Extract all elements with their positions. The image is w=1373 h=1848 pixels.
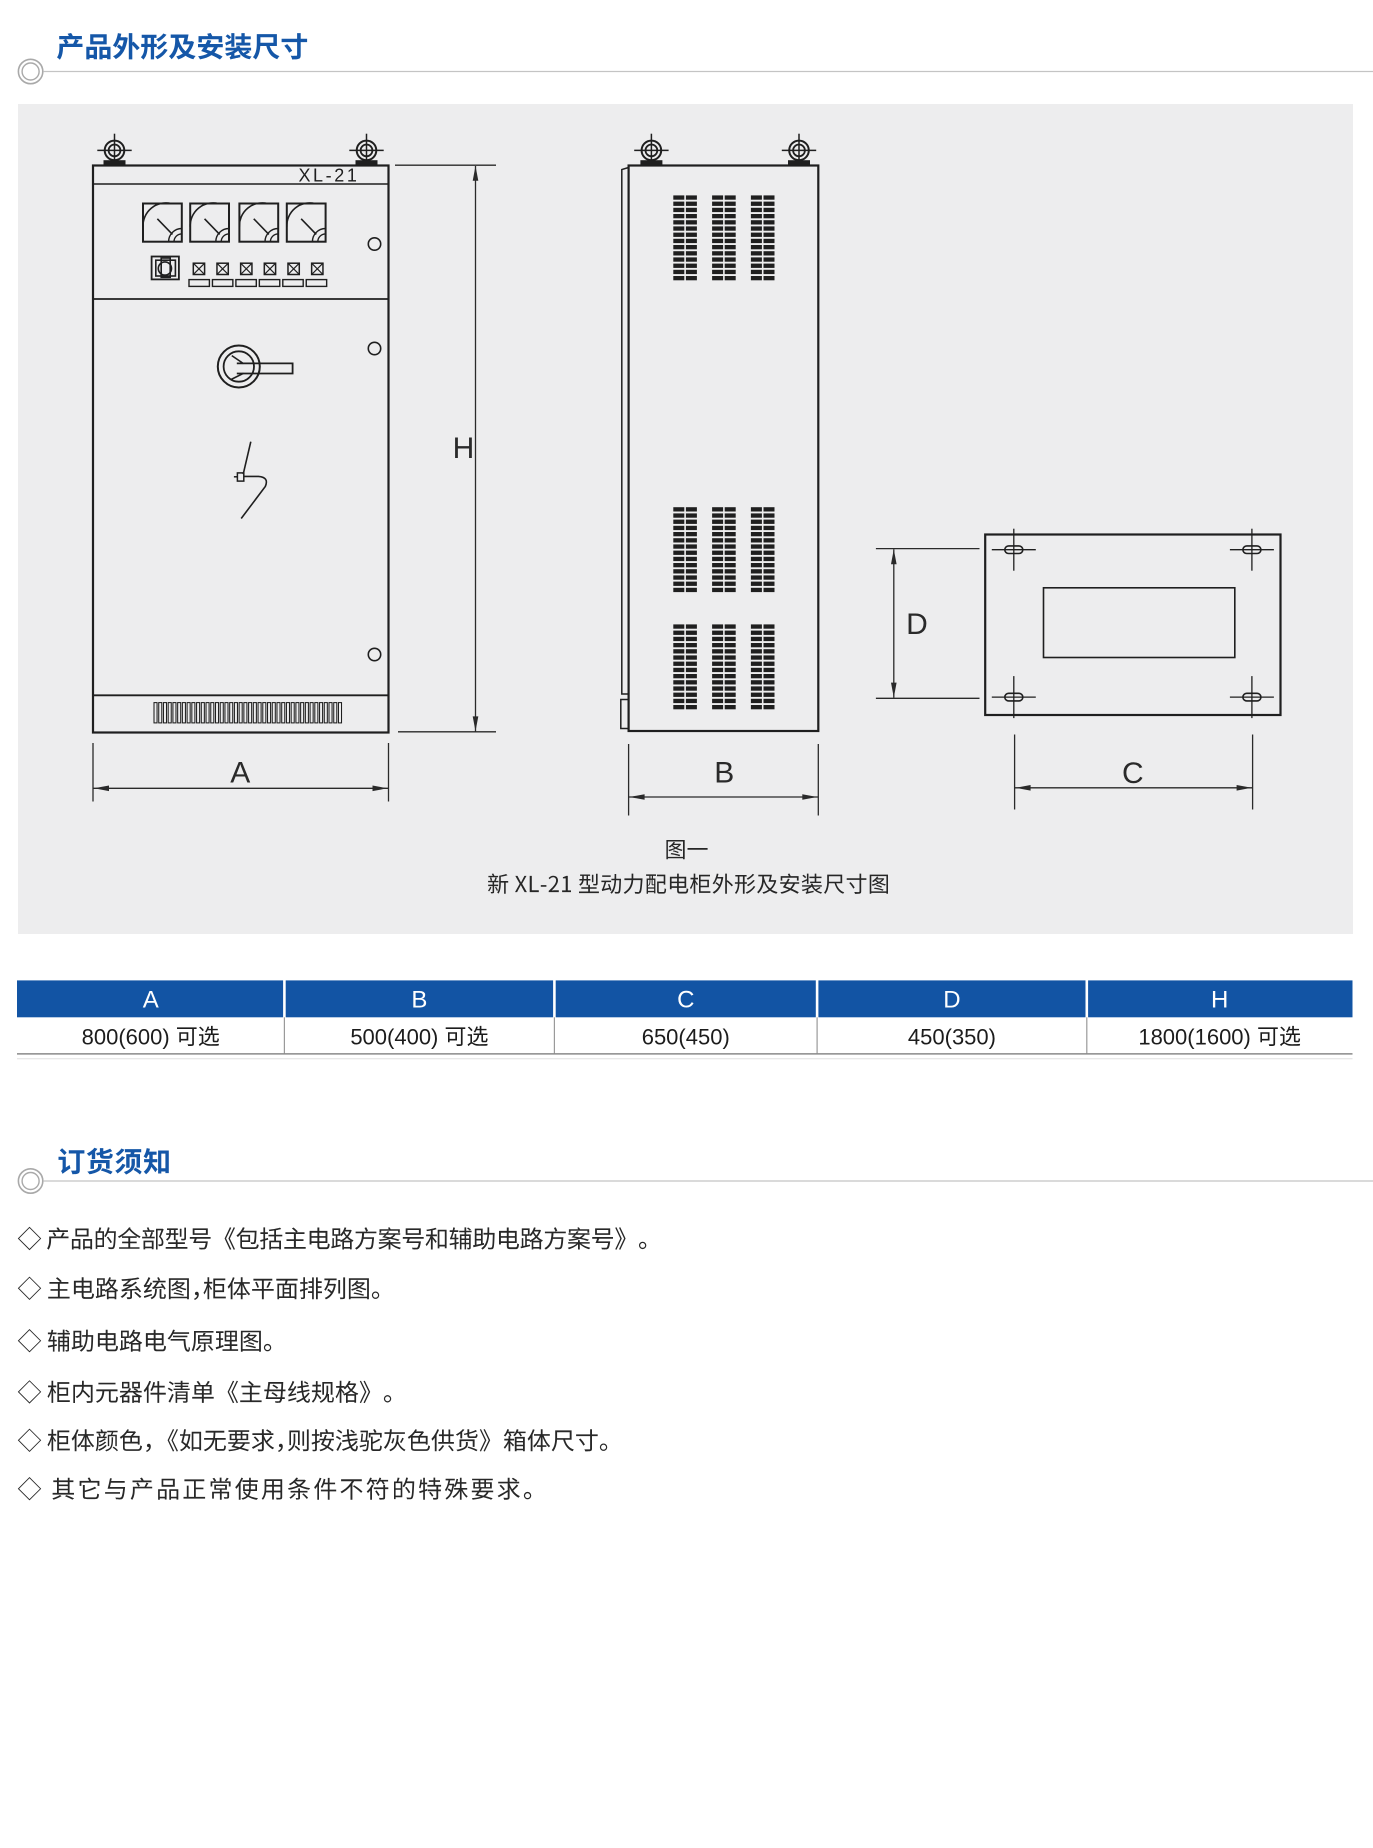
svg-text:D: D <box>943 986 960 1013</box>
svg-text:1800(1600): 1800(1600) <box>1138 1024 1251 1049</box>
svg-text:A: A <box>143 986 159 1013</box>
svg-text:450(350): 450(350) <box>908 1024 996 1049</box>
svg-text:A: A <box>230 757 250 790</box>
svg-text:C: C <box>1122 757 1144 790</box>
svg-text:B: B <box>714 757 734 790</box>
svg-text:H: H <box>1211 986 1228 1013</box>
svg-text:D: D <box>906 608 928 641</box>
svg-text:C: C <box>677 986 694 1013</box>
svg-text:XL-21: XL-21 <box>298 166 359 186</box>
svg-text:H: H <box>453 432 475 465</box>
svg-text:650(450): 650(450) <box>642 1024 730 1049</box>
svg-text:500(400): 500(400) <box>350 1024 438 1049</box>
svg-text:800(600): 800(600) <box>82 1024 170 1049</box>
svg-text:B: B <box>411 986 427 1013</box>
